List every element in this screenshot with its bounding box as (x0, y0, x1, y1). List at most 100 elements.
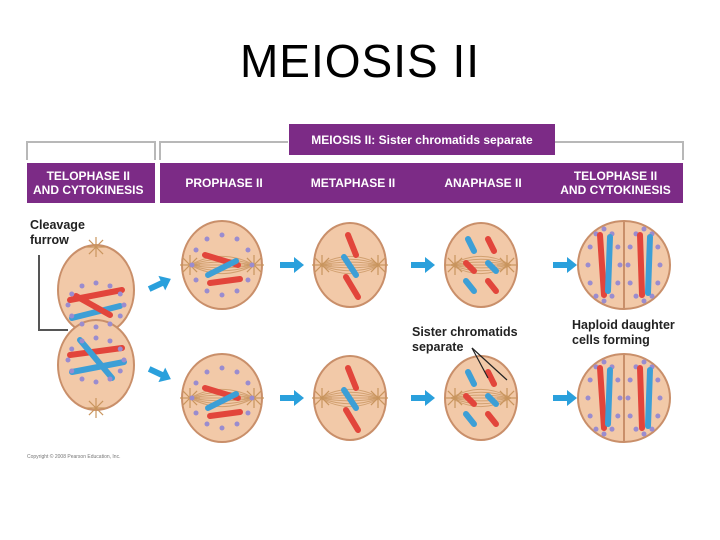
membrane-fragment (649, 293, 655, 299)
label-haploid-daughter: Haploid daughter cells forming (572, 318, 675, 347)
aster-ray (447, 257, 456, 266)
membrane-fragment (79, 321, 85, 327)
aster-ray (314, 397, 323, 406)
chromatid (465, 236, 477, 254)
membrane-fragment (189, 262, 195, 268)
spindle-fiber (189, 397, 255, 407)
membrane-fragment (204, 236, 210, 242)
aster-ray (321, 264, 330, 273)
chromatid (485, 236, 497, 254)
membrane-fragment (627, 413, 633, 419)
membrane-fragment (121, 302, 127, 308)
membrane-fragment (189, 395, 195, 401)
aster-ray (95, 407, 104, 416)
membrane-fragment (69, 346, 75, 352)
chromatid (463, 260, 477, 274)
membrane-fragment (587, 280, 593, 286)
stage-header-metaphase: METAPHASE II (288, 163, 418, 203)
aster-ray (182, 397, 191, 406)
aster-ray (95, 400, 104, 409)
membrane-fragment (633, 426, 639, 432)
membrane-fragment (69, 368, 75, 374)
aster-ray (88, 246, 97, 255)
membrane-fragment (79, 376, 85, 382)
membrane-fragment (587, 244, 593, 250)
membrane-fragment (117, 313, 123, 319)
membrane-fragment (65, 302, 71, 308)
membrane-fragment (633, 293, 639, 299)
membrane-fragment (641, 298, 647, 304)
spindle-fiber (319, 391, 381, 399)
membrane-fragment (117, 291, 123, 297)
membrane-fragment (617, 262, 623, 268)
membrane-fragment (234, 236, 240, 242)
chromatid (463, 411, 477, 427)
chromatid (343, 274, 361, 300)
aster-ray (454, 257, 463, 266)
chromatid (463, 278, 477, 294)
membrane-fragment (627, 280, 633, 286)
aster-ray (506, 390, 515, 399)
membrane-fragment (627, 244, 633, 250)
spindle-fiber (450, 256, 512, 266)
arrow-to-metaphase-0 (280, 257, 304, 273)
membrane-fragment (609, 426, 615, 432)
chromatid (485, 278, 499, 294)
aster-ray (506, 264, 515, 273)
membrane-fragment (219, 425, 225, 431)
membrane-fragment (121, 357, 127, 363)
membrane-fragment (649, 426, 655, 432)
spindle-fiber (319, 258, 381, 266)
aster-ray (321, 390, 330, 399)
chromatid (463, 393, 477, 407)
pointer-line (471, 347, 489, 379)
aster-ray (253, 397, 262, 406)
membrane-fragment (627, 377, 633, 383)
spindle-fiber (189, 256, 255, 266)
aster-ray (314, 264, 323, 273)
arrow-to-metaphase-1 (280, 390, 304, 406)
membrane-fragment (69, 291, 75, 297)
aster-ray (499, 264, 508, 273)
aster-ray (499, 397, 508, 406)
membrane-fragment (234, 288, 240, 294)
aster-ray (370, 397, 379, 406)
membrane-fragment (641, 431, 647, 437)
aster-ray (499, 390, 508, 399)
membrane-fragment (655, 377, 661, 383)
membrane-fragment (655, 244, 661, 250)
aster-ray (321, 397, 330, 406)
chromatid (637, 232, 645, 298)
chromatid (485, 393, 499, 407)
membrane-fragment (117, 368, 123, 374)
membrane-fragment (625, 262, 631, 268)
membrane-fragment (615, 377, 621, 383)
chromatid (605, 367, 613, 427)
chromatid (207, 276, 243, 286)
aster-ray (253, 264, 262, 273)
membrane-fragment (204, 421, 210, 427)
aster-ray (370, 264, 379, 273)
membrane-fragment (93, 335, 99, 341)
membrane-fragment (117, 346, 123, 352)
aster-ray (182, 390, 191, 399)
chromatid (605, 234, 613, 294)
chromatid (69, 359, 127, 375)
chromatid (207, 409, 243, 419)
chromatid (485, 411, 499, 427)
membrane-fragment (193, 247, 199, 253)
chromatid (645, 367, 653, 429)
spindle-fiber (189, 389, 255, 399)
chromatid (77, 337, 115, 381)
membrane-fragment (219, 365, 225, 371)
chromatid (597, 232, 607, 298)
aster-ray (506, 257, 515, 266)
chromatid (345, 232, 359, 258)
aster-ray (377, 390, 386, 399)
arrow-to-anaphase-1 (411, 390, 435, 406)
membrane-fragment (234, 421, 240, 427)
aster-ray (447, 397, 456, 406)
membrane-fragment (204, 369, 210, 375)
